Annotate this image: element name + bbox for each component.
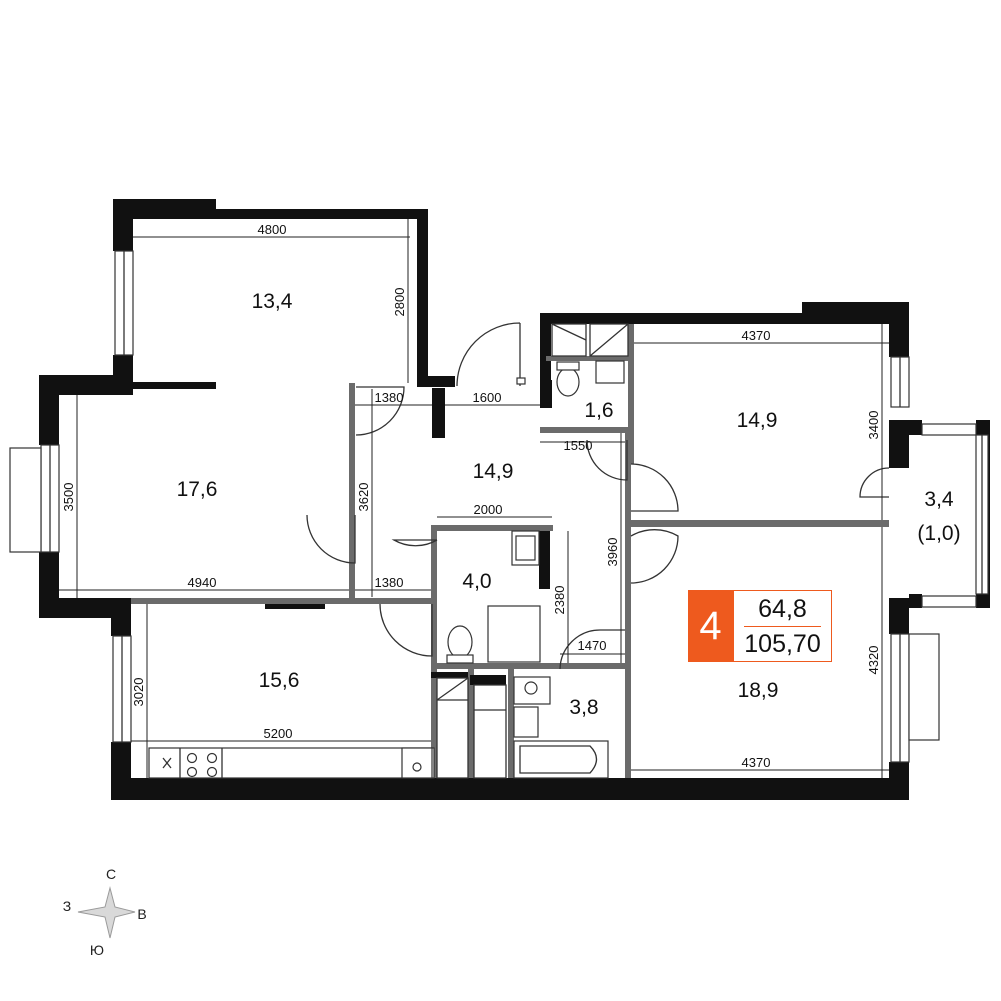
- sanitary-fixtures: [148, 323, 629, 779]
- area-bedroom-west: 17,6: [177, 478, 218, 501]
- compass-west: З: [63, 898, 71, 914]
- area-living: 18,9: [738, 679, 779, 702]
- area-bedroom-ne: 14,9: [737, 409, 778, 432]
- dim-1380-bottom: 1380: [375, 575, 404, 590]
- dim-1550: 1550: [564, 438, 593, 453]
- dim-1380-top: 1380: [375, 390, 404, 405]
- dimension-labels: 4800 2800 1380 1600 3500 3620 4940 1380 …: [61, 222, 881, 770]
- exterior-walls: [39, 199, 990, 800]
- doors: [306, 322, 890, 670]
- dim-1600: 1600: [473, 390, 502, 405]
- compass: С З В Ю: [63, 866, 147, 958]
- living-area-value: 64,8: [758, 595, 807, 623]
- compass-south: Ю: [90, 942, 104, 958]
- dim-1470: 1470: [578, 638, 607, 653]
- rooms-count: 4: [688, 590, 733, 662]
- dim-3400: 3400: [866, 411, 881, 440]
- dim-3020: 3020: [131, 678, 146, 707]
- dim-4370-bottom: 4370: [742, 755, 771, 770]
- area-divider: [744, 626, 821, 627]
- area-bathroom-small: 3,8: [569, 696, 598, 719]
- area-balcony-note: (1,0): [917, 522, 960, 545]
- dim-3500: 3500: [61, 483, 76, 512]
- compass-north: С: [106, 866, 116, 882]
- area-bathroom-main: 4,0: [462, 570, 491, 593]
- partitions: [131, 324, 889, 778]
- total-area-value: 105,70: [744, 630, 821, 658]
- area-kitchen: 15,6: [259, 669, 300, 692]
- area-hall: 14,9: [473, 460, 514, 483]
- dim-4320: 4320: [866, 646, 881, 675]
- dimension-lines: [59, 219, 889, 778]
- area-bedroom-top: 13,4: [252, 290, 293, 313]
- compass-star-icon: [77, 886, 136, 939]
- area-box: 64,8 105,70: [733, 590, 832, 662]
- dim-4800: 4800: [258, 222, 287, 237]
- windows: [9, 250, 989, 763]
- compass-east: В: [137, 906, 146, 922]
- dim-2800: 2800: [392, 288, 407, 317]
- apartment-summary-badge: 4 64,8 105,70: [688, 590, 832, 662]
- dim-3960: 3960: [605, 538, 620, 567]
- area-wc: 1,6: [584, 399, 613, 422]
- room-areas: 13,4 17,6 15,6 14,9 1,6 4,0 3,8 14,9 18,…: [177, 290, 961, 719]
- dim-4940: 4940: [188, 575, 217, 590]
- dim-5200: 5200: [264, 726, 293, 741]
- area-balcony: 3,4: [924, 488, 954, 511]
- dim-2380: 2380: [552, 586, 567, 615]
- dim-3620: 3620: [356, 483, 371, 512]
- dim-4370-top: 4370: [742, 328, 771, 343]
- dim-2000: 2000: [474, 502, 503, 517]
